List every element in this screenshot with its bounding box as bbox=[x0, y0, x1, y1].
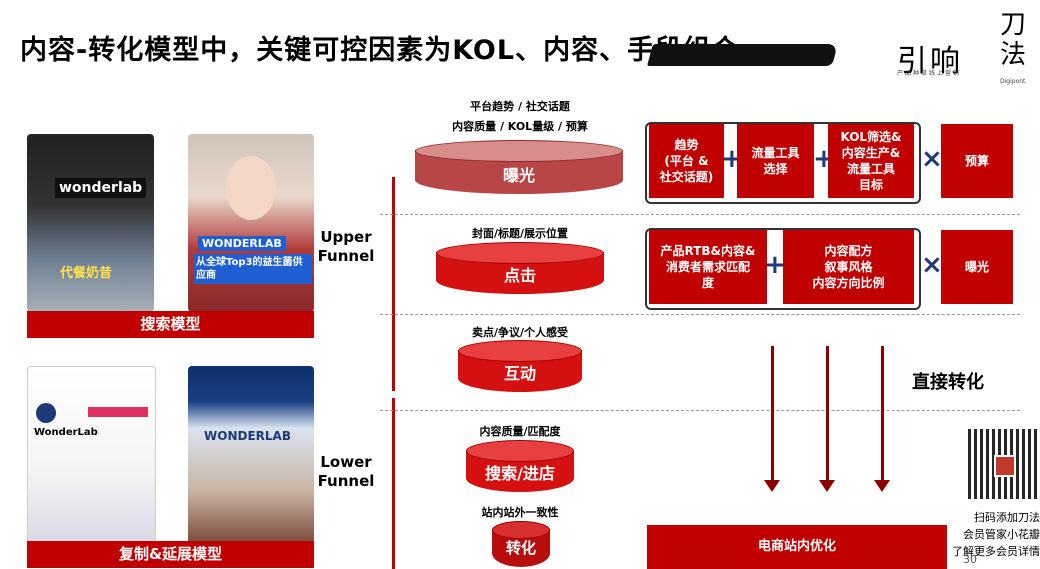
stage-click-label: 点击 bbox=[503, 266, 536, 285]
direct-conversion-label: 直接转化 bbox=[912, 372, 984, 393]
lower-funnel-label: Lower Funnel bbox=[317, 453, 375, 490]
stage-conversion-label: 转化 bbox=[505, 539, 536, 557]
page-title: 内容-转化模型中，关键可控因素为KOL、内容、手段组合 bbox=[20, 35, 740, 66]
brand-logo-tagline: 产品种草线上营销 bbox=[897, 70, 962, 77]
phone2-badge: WONDERLAB bbox=[198, 236, 286, 251]
factor-exposure-box: 曝光 bbox=[941, 230, 1013, 304]
row2-bracket bbox=[645, 228, 921, 310]
qr-caption-line-2: 会员管家小花瓣 bbox=[963, 528, 1040, 541]
down-arrow-icon bbox=[819, 346, 835, 492]
stage-interaction-caption: 卖点/争议/个人感受 bbox=[471, 326, 569, 339]
row1-bracket bbox=[645, 122, 921, 204]
lower-funnel-line bbox=[392, 398, 395, 569]
stage-exposure-caption-2: 内容质量 / KOL量级 / 预算 bbox=[452, 120, 588, 133]
cylinder-conversion: 转化 bbox=[492, 521, 550, 567]
profile-avatar bbox=[36, 403, 56, 423]
qr-caption-line-1: 扫码添加刀法 bbox=[974, 511, 1040, 524]
plus-icon: + bbox=[764, 250, 786, 280]
phone-screenshot-1: wonderlab 代餐奶昔 bbox=[27, 134, 154, 312]
cylinder-interaction: 互动 bbox=[458, 340, 582, 392]
qr-avatar bbox=[994, 455, 1016, 477]
separator-3 bbox=[380, 410, 1020, 411]
factor-traffic-tool-box: 流量工具 选择 bbox=[737, 124, 814, 198]
phone-screenshot-3: WonderLab bbox=[27, 366, 156, 546]
search-model-banner: 搜索模型 bbox=[27, 311, 314, 338]
stage-search-label: 搜索/进店 bbox=[485, 464, 555, 483]
factor-kol-box: KOL筛选& 内容生产& 流量工具 目标 bbox=[828, 124, 914, 198]
factor-rtb-box: 产品RTB&内容& 消费者需求匹配 度 bbox=[649, 230, 767, 304]
phone-screenshot-2: WONDERLAB 从全球Top3的益生菌供应商 bbox=[188, 134, 314, 312]
factor-trend-box: 趋势 (平台 & 社交话题) bbox=[649, 124, 724, 198]
separator-2 bbox=[380, 314, 1020, 315]
cylinder-exposure: 曝光 bbox=[415, 140, 623, 194]
brand-logo-daofa: 刀法 bbox=[1000, 10, 1027, 70]
upper-funnel-line bbox=[392, 177, 395, 391]
qr-caption: 扫码添加刀法 会员管家小花瓣 了解更多会员详情 bbox=[945, 509, 1040, 560]
brand-logo-daofa-sub: Digipont bbox=[1000, 78, 1026, 85]
multiply-icon: × bbox=[921, 144, 943, 174]
phone1-logo: wonderlab bbox=[55, 178, 147, 198]
phone2-caption: 从全球Top3的益生菌供应商 bbox=[194, 254, 312, 284]
cylinder-click: 点击 bbox=[436, 242, 604, 294]
copy-extend-model-banner: 复制&延展模型 bbox=[27, 541, 314, 568]
follow-button bbox=[88, 407, 148, 417]
factor-content-recipe-box: 内容配方 叙事风格 内容方向比例 bbox=[783, 230, 914, 304]
multiply-icon: × bbox=[921, 250, 943, 280]
stage-interaction-label: 互动 bbox=[503, 364, 536, 383]
brush-stroke-decoration bbox=[647, 44, 838, 66]
down-arrow-icon bbox=[874, 346, 890, 492]
phone-screenshot-4: WONDERLAB bbox=[188, 366, 314, 544]
phone3-profile-name: WonderLab bbox=[34, 427, 98, 438]
brand-logo-yinxiang: 引响 bbox=[897, 44, 963, 79]
page-number: 30 bbox=[963, 553, 977, 566]
phone1-caption: 代餐奶昔 bbox=[60, 266, 113, 281]
ecommerce-optimization-box: 电商站内优化 bbox=[647, 525, 947, 569]
separator-1 bbox=[380, 214, 1020, 215]
stage-conversion-caption: 站内站外一致性 bbox=[481, 506, 559, 519]
face-shape bbox=[226, 156, 276, 220]
upper-funnel-label: Upper Funnel bbox=[317, 228, 375, 265]
stage-exposure-label: 曝光 bbox=[502, 166, 535, 185]
stage-exposure-caption-1: 平台趋势 / 社交话题 bbox=[470, 100, 570, 113]
stage-click-caption: 封面/标题/展示位置 bbox=[471, 227, 569, 240]
cylinder-search: 搜索/进店 bbox=[466, 440, 574, 492]
qr-caption-line-3: 了解更多会员详情 bbox=[952, 545, 1040, 558]
down-arrow-icon bbox=[764, 346, 780, 492]
phone4-logo: WONDERLAB bbox=[204, 429, 291, 443]
factor-budget-box: 预算 bbox=[941, 124, 1013, 198]
stage-search-caption: 内容质量/匹配度 bbox=[479, 425, 561, 438]
qr-code-icon bbox=[968, 429, 1038, 499]
